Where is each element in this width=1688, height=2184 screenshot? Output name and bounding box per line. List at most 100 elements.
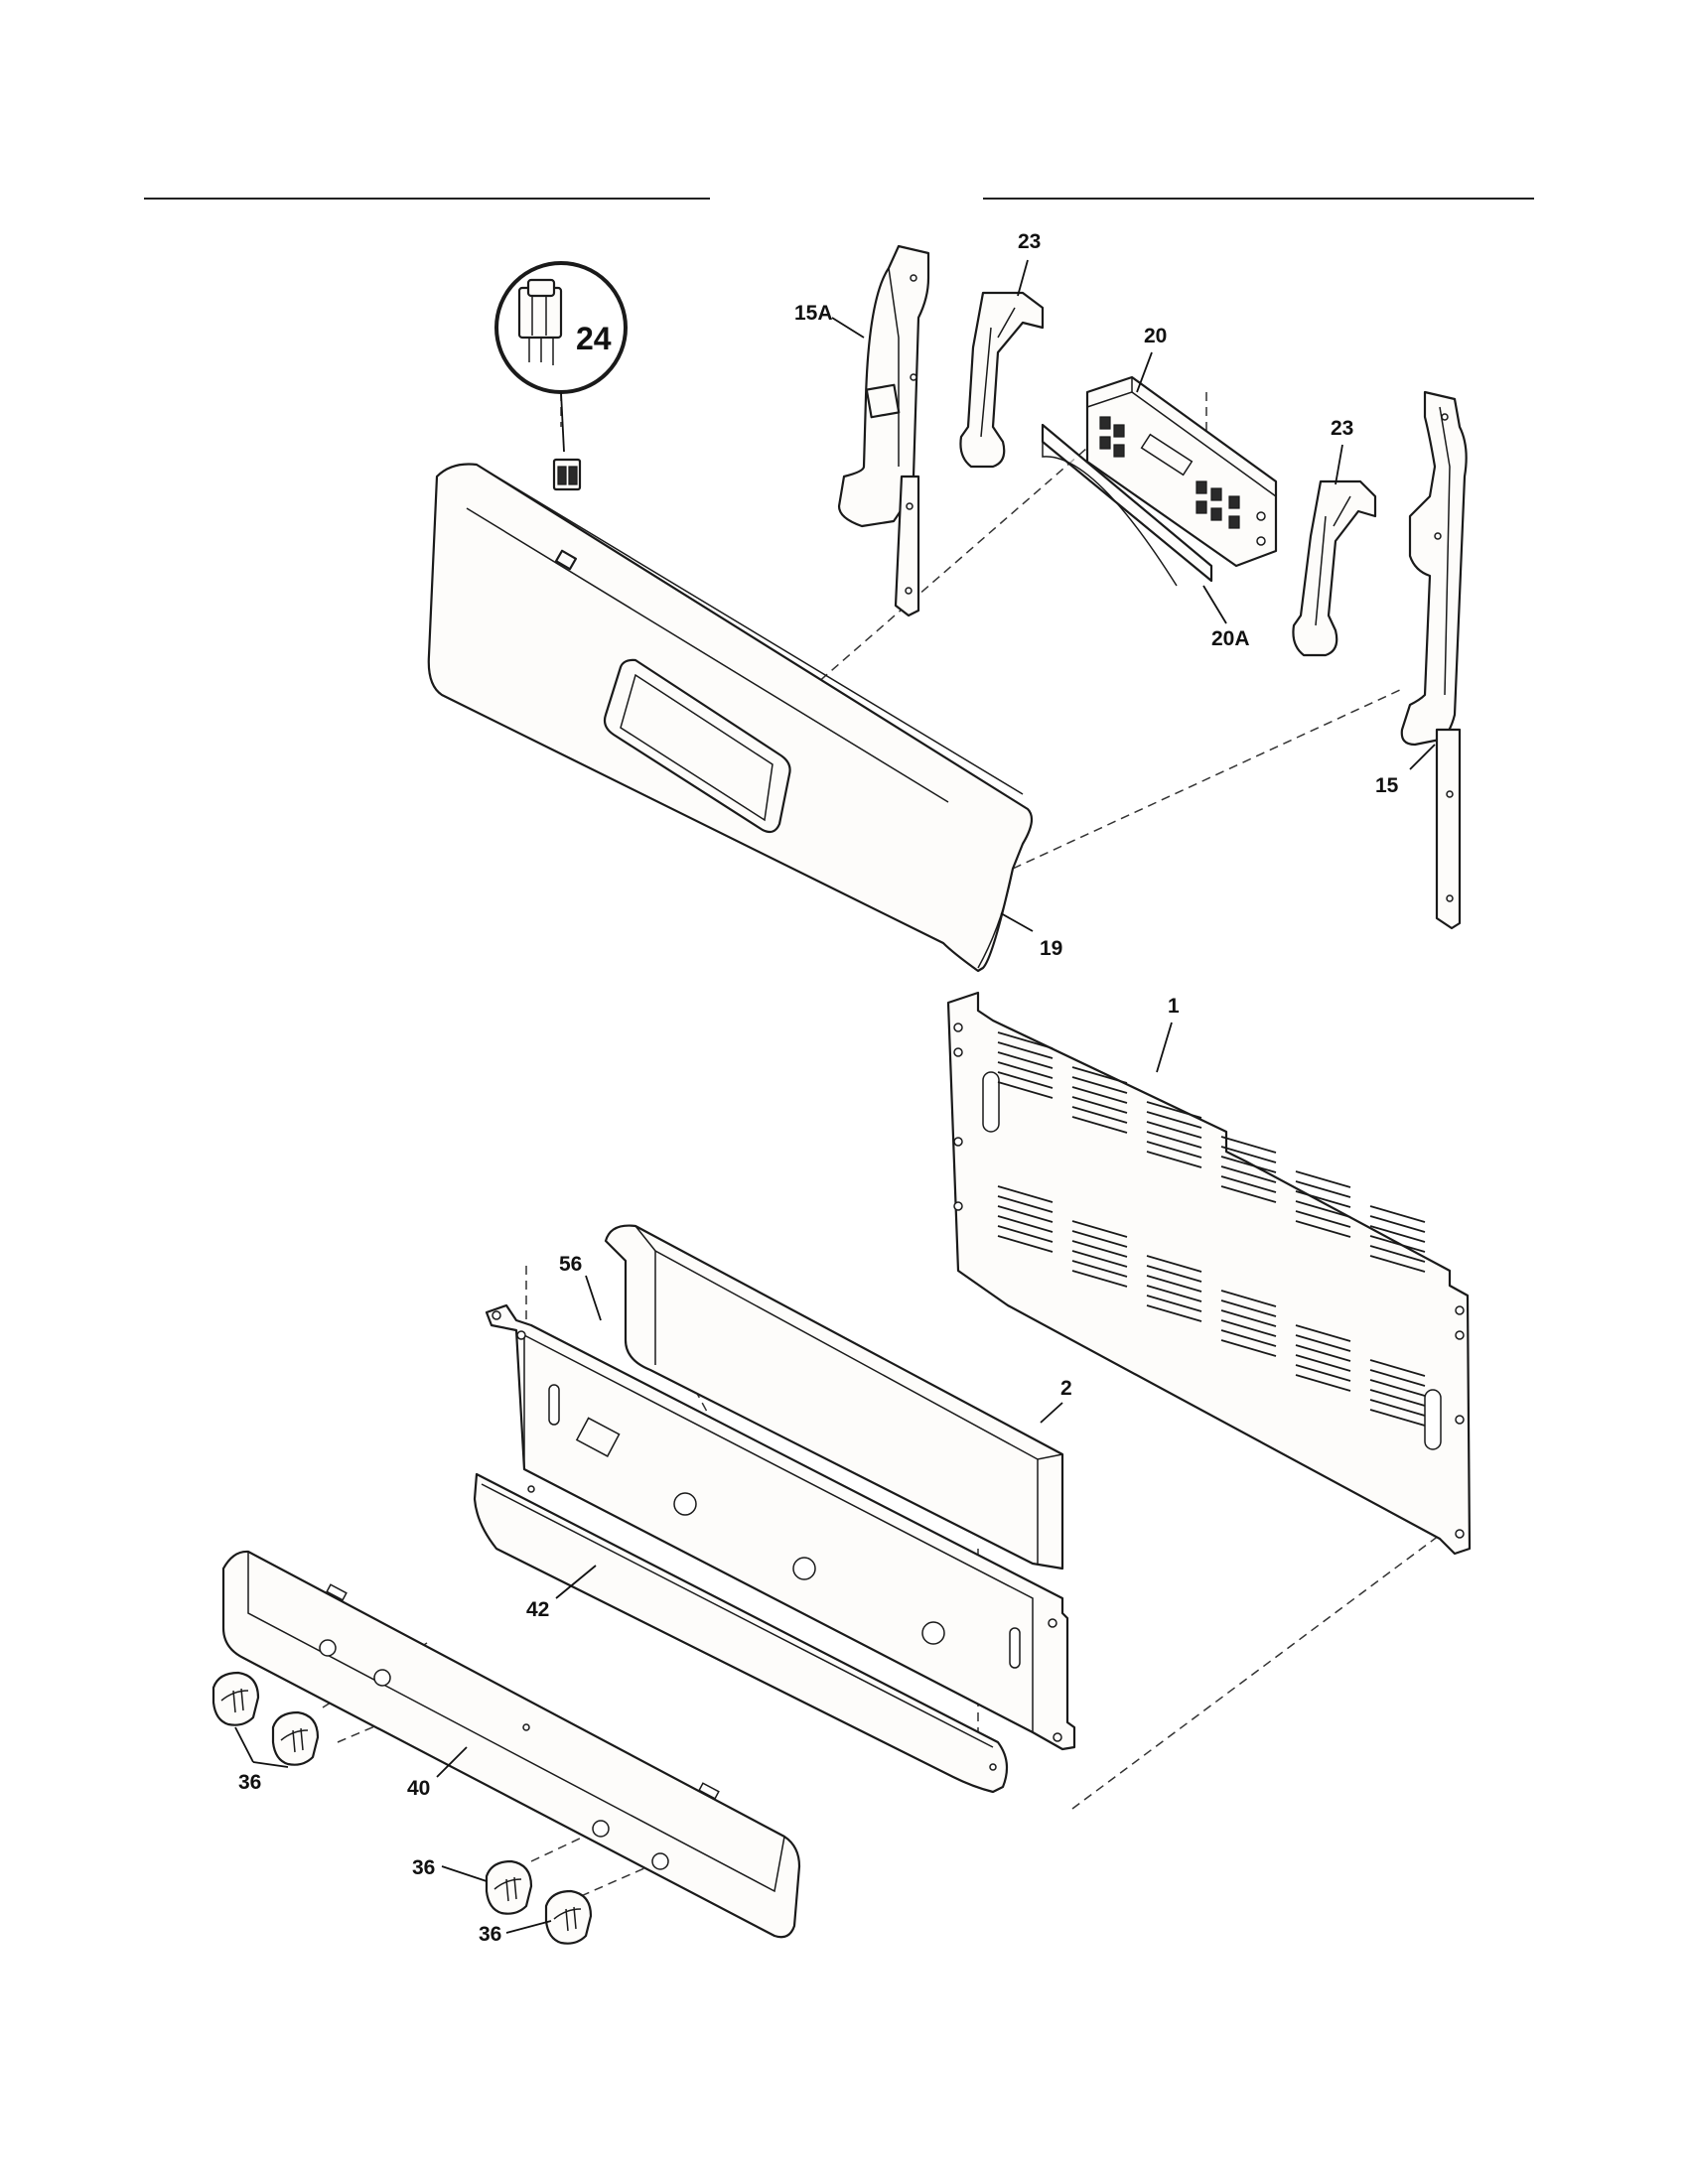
louver-slot <box>1071 1116 1128 1134</box>
louver-slot <box>997 1031 1054 1049</box>
part-23-clip-lower <box>1292 479 1377 657</box>
louver-slot <box>1369 1369 1426 1387</box>
louver-slot <box>997 1041 1054 1059</box>
louver-slot <box>1146 1304 1202 1322</box>
part-42-trim <box>473 1472 1009 1794</box>
louver-slot <box>1295 1220 1351 1238</box>
part-40-lower-panel <box>221 1550 801 1939</box>
callout-36-bottom: 36 <box>479 1923 501 1946</box>
louver-slot <box>1220 1175 1277 1193</box>
louver-slot <box>1071 1240 1128 1258</box>
louver-slot <box>997 1225 1054 1243</box>
louver-slot <box>1220 1299 1277 1317</box>
louver-slot <box>997 1215 1054 1233</box>
louver-slot <box>1146 1111 1202 1129</box>
louver-slot <box>1146 1131 1202 1149</box>
control-knob-icon <box>211 1671 260 1726</box>
callout-36-left: 36 <box>238 1771 261 1794</box>
louver-slot <box>1220 1339 1277 1357</box>
louver-slot <box>1369 1205 1426 1223</box>
louver-slot <box>1220 1319 1277 1337</box>
louver-slot <box>1146 1121 1202 1139</box>
louver-slot <box>997 1071 1054 1089</box>
callout-15a: 15A <box>794 302 833 325</box>
louver-slot <box>997 1051 1054 1069</box>
control-knob-icon <box>271 1710 320 1766</box>
louver-slot <box>1071 1250 1128 1268</box>
louver-slot <box>1146 1285 1202 1302</box>
louver-slot <box>1146 1141 1202 1159</box>
louver-slot <box>1071 1096 1128 1114</box>
louver-slot <box>997 1061 1054 1079</box>
display-window <box>603 658 791 834</box>
louver-slot <box>1295 1334 1351 1352</box>
callout-15: 15 <box>1375 774 1399 797</box>
louver-slot <box>997 1081 1054 1099</box>
louver-slot <box>1295 1190 1351 1208</box>
leader-lines <box>234 259 1436 1934</box>
control-buttons <box>1099 416 1240 529</box>
part-2-heat-shield <box>604 1224 1064 1570</box>
louver-slot <box>1220 1309 1277 1327</box>
louver-slot <box>1295 1324 1351 1342</box>
louver-slot <box>1071 1270 1128 1288</box>
callout-19: 19 <box>1040 937 1062 960</box>
control-knob-icon <box>544 1889 593 1945</box>
callout-40: 40 <box>407 1777 430 1800</box>
louver-slot <box>1220 1156 1277 1173</box>
part-24-switch: 24 <box>494 261 628 491</box>
louver-slot <box>1071 1220 1128 1238</box>
louver-slot <box>1146 1255 1202 1273</box>
callout-23-upper: 23 <box>1018 230 1041 253</box>
louver-slot <box>1220 1290 1277 1307</box>
louver-slot <box>1369 1245 1426 1263</box>
part-20a-overlay <box>1041 423 1213 587</box>
louver-slot <box>1295 1200 1351 1218</box>
louver-slot <box>1071 1230 1128 1248</box>
part-23-clip-upper <box>959 291 1045 469</box>
louver-slot <box>1146 1295 1202 1312</box>
louver-slot <box>1071 1086 1128 1104</box>
louver-slot <box>1071 1066 1128 1084</box>
louver-slot <box>1071 1076 1128 1094</box>
louver-slot <box>1146 1101 1202 1119</box>
louver-vents <box>997 1031 1426 1427</box>
louver-slot <box>1295 1354 1351 1372</box>
part-56-manifold-panel <box>485 1303 1076 1751</box>
callout-36-mid: 36 <box>412 1856 435 1879</box>
louver-slot <box>1369 1359 1426 1377</box>
switch-small-icon <box>552 458 582 491</box>
louver-slot <box>1220 1185 1277 1203</box>
louver-slot <box>1369 1409 1426 1427</box>
callout-24: 24 <box>576 321 612 356</box>
louver-slot <box>1369 1379 1426 1397</box>
louver-slot <box>1295 1374 1351 1392</box>
louver-slot <box>1220 1165 1277 1183</box>
part-1-rear-panel <box>946 991 1472 1556</box>
callout-20: 20 <box>1144 325 1167 347</box>
control-knob-icon <box>485 1859 533 1915</box>
part-15a-end-bracket <box>837 244 930 617</box>
louver-slot <box>1369 1255 1426 1273</box>
louver-slot <box>1146 1265 1202 1283</box>
louver-slot <box>997 1195 1054 1213</box>
part-19-control-panel <box>427 463 1034 973</box>
louver-slot <box>1369 1389 1426 1407</box>
callout-56: 56 <box>559 1253 582 1276</box>
louver-slot <box>1071 1260 1128 1278</box>
callout-1: 1 <box>1168 995 1180 1018</box>
louver-slot <box>997 1205 1054 1223</box>
callout-2: 2 <box>1060 1377 1072 1400</box>
louver-slot <box>1295 1210 1351 1228</box>
louver-slot <box>1369 1235 1426 1253</box>
louver-slot <box>1295 1344 1351 1362</box>
louver-slot <box>1295 1170 1351 1188</box>
louver-slot <box>1220 1329 1277 1347</box>
louver-slot <box>1295 1364 1351 1382</box>
rocker-switch-icon <box>517 278 563 365</box>
part-20-electronic-control <box>1085 375 1278 568</box>
callout-23-lower: 23 <box>1331 417 1353 440</box>
louver-slot <box>1146 1151 1202 1168</box>
louver-slot <box>1220 1146 1277 1163</box>
